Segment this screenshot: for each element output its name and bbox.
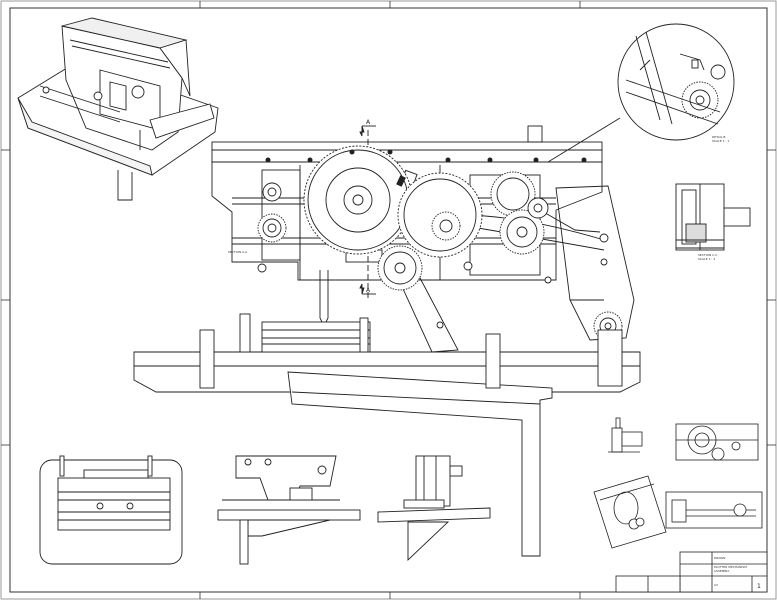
section-arrows [359,125,376,295]
gears [257,145,623,341]
title-sheet-number: 1 [757,583,761,590]
main-base-platform [133,313,641,557]
bottom-front-view [217,455,361,565]
detail-scale: SCALE 1 : 1 [712,139,729,143]
iso-view-small-1 [593,475,667,549]
title-line-2: ASSEMBLY [714,569,730,573]
iso-view-small-2 [665,491,763,529]
top-view-small [675,423,759,461]
title-drawn-by: DRAWN [714,556,725,560]
section-mark-top: A [366,119,371,126]
bottom-top-view [39,455,183,565]
isometric-view [17,17,219,201]
title-block [615,551,768,593]
section-view [675,183,751,251]
side-view-small [608,417,643,453]
section-mark-bottom: A [366,287,371,294]
section-view-label: SECTION C-C [698,253,717,257]
detail-view [547,23,735,163]
section-label: SECTION A-A [228,250,248,254]
title-line-1: PLOTTER MECHANISM [714,565,747,569]
detail-label: DETAIL B [712,135,725,139]
small-fasteners [265,149,587,187]
section-view-scale: SCALE 1 : 2 [698,257,715,261]
title-size: A3 [714,583,718,587]
bottom-side-view [377,455,491,562]
